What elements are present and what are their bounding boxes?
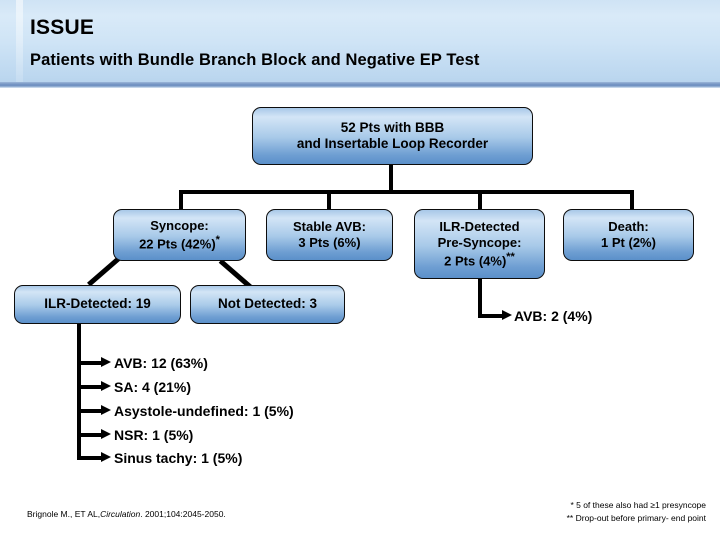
connector-syncope-to-ilr-detected bbox=[87, 255, 122, 287]
outcome-label-4: NSR: 1 (5%) bbox=[114, 427, 194, 443]
connector-drop-stable-avb bbox=[327, 190, 331, 210]
node-root-line1: 52 Pts with BBB bbox=[340, 119, 445, 135]
connector-drop-syncope bbox=[179, 190, 183, 210]
presyncope-outcome-label: AVB: 2 (4%) bbox=[514, 308, 593, 324]
node-not-detected-label: Not Detected: 3 bbox=[217, 296, 317, 312]
header-accent-streak bbox=[16, 0, 23, 84]
node-pre-syncope-marker: ** bbox=[506, 250, 515, 263]
connector-drop-death bbox=[630, 190, 634, 210]
node-not-detected: Not Detected: 3 bbox=[190, 285, 345, 324]
arrow-outcome-1-icon bbox=[101, 357, 111, 367]
arrow-outcome-3-icon bbox=[101, 405, 111, 415]
connector-outcome-arm-3 bbox=[77, 409, 103, 413]
outcome-label-1: AVB: 12 (63%) bbox=[114, 355, 208, 371]
node-pre-syncope-line2: Pre-Syncope: bbox=[437, 234, 522, 250]
node-pre-syncope-line1: ILR-Detected bbox=[439, 219, 520, 235]
node-stable-avb: Stable AVB: 3 Pts (6%) bbox=[266, 209, 393, 261]
node-syncope-line1: Syncope: bbox=[150, 217, 209, 233]
arrow-presyncope-icon bbox=[502, 310, 512, 320]
connector-outcome-arm-5 bbox=[77, 456, 103, 460]
connector-root-stem bbox=[389, 165, 393, 193]
node-syncope: Syncope: 22 Pts (42%)* bbox=[113, 209, 246, 261]
node-ilr-detected-label: ILR-Detected: 19 bbox=[44, 296, 151, 312]
node-pre-syncope-line3: 2 Pts (4%)** bbox=[438, 251, 522, 269]
arrow-outcome-5-icon bbox=[101, 452, 111, 462]
connector-outcome-arm-4 bbox=[77, 433, 103, 437]
page-subtitle: Patients with Bundle Branch Block and Ne… bbox=[30, 51, 480, 69]
connector-ilr-outcomes-trunk bbox=[77, 324, 81, 457]
node-death: Death: 1 Pt (2%) bbox=[563, 209, 694, 261]
outcome-label-5: Sinus tachy: 1 (5%) bbox=[114, 450, 243, 466]
connector-drop-pre-syncope bbox=[478, 190, 482, 210]
node-root-line2: and Insertable Loop Recorder bbox=[296, 136, 489, 151]
node-stable-avb-line1: Stable AVB: bbox=[293, 219, 366, 235]
connector-outcome-arm-2 bbox=[77, 385, 103, 389]
node-ilr-detected-pre-syncope: ILR-Detected Pre-Syncope: 2 Pts (4%)** bbox=[414, 209, 545, 279]
connector-level2-bus bbox=[179, 190, 634, 194]
citation-authors: Brignole M., ET AL, bbox=[27, 509, 101, 519]
node-death-line2: 1 Pt (2%) bbox=[601, 235, 656, 250]
node-stable-avb-line2: 3 Pts (6%) bbox=[298, 235, 361, 250]
footnote-double-asterisk: ** Drop-out before primary- end point bbox=[566, 513, 706, 523]
slide-header bbox=[0, 0, 720, 88]
connector-presyncope-trunk bbox=[478, 279, 482, 317]
page-title: ISSUE bbox=[30, 16, 95, 39]
node-syncope-line2: 22 Pts (42%)* bbox=[139, 234, 220, 252]
node-ilr-detected: ILR-Detected: 19 bbox=[14, 285, 181, 324]
node-root: 52 Pts with BBB and Insertable Loop Reco… bbox=[252, 107, 533, 165]
arrow-outcome-2-icon bbox=[101, 381, 111, 391]
citation-details: . 2001;104:2045-2050. bbox=[140, 509, 226, 519]
citation-journal: Circulation bbox=[100, 509, 141, 519]
node-death-line1: Death: bbox=[608, 219, 649, 235]
arrow-outcome-4-icon bbox=[101, 429, 111, 439]
connector-presyncope-arm bbox=[478, 314, 504, 318]
outcome-label-3: Asystole-undefined: 1 (5%) bbox=[114, 403, 294, 419]
citation-text: Brignole M., ET AL,Circulation. 2001;104… bbox=[27, 509, 226, 519]
outcome-label-2: SA: 4 (21%) bbox=[114, 379, 192, 395]
header-divider-rule bbox=[0, 82, 720, 88]
node-pre-syncope-line3-text: 2 Pts (4%) bbox=[444, 253, 507, 269]
footnote-single-asterisk: * 5 of these also had ≥1 presyncope bbox=[570, 500, 706, 510]
node-syncope-line2-text: 22 Pts (42%) bbox=[139, 236, 216, 252]
connector-outcome-arm-1 bbox=[77, 361, 103, 365]
node-syncope-marker: * bbox=[215, 233, 220, 246]
